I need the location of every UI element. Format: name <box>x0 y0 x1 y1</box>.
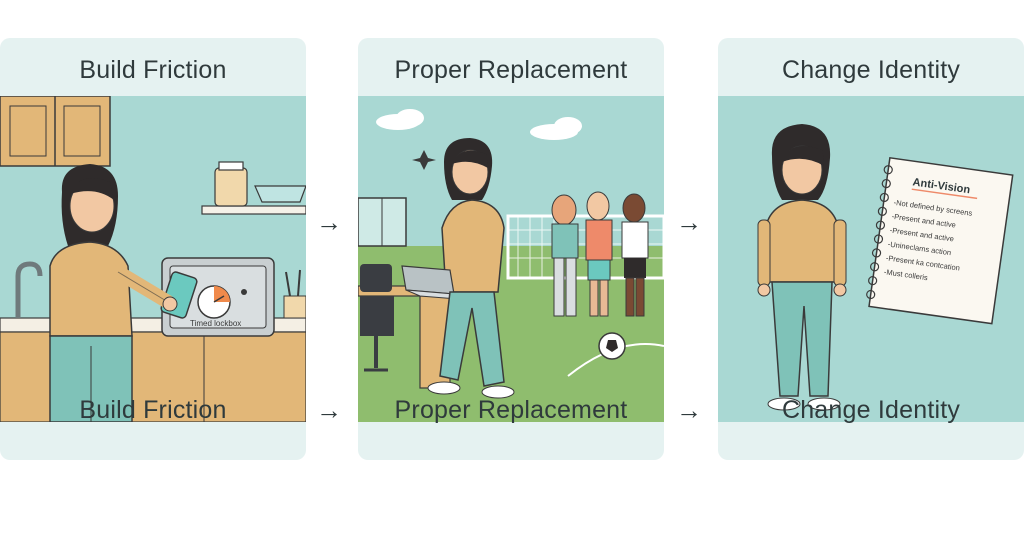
right-arrow-icon: → <box>676 207 702 237</box>
panel-title-top: Proper Replacement <box>394 56 628 84</box>
panel-title-bottom: Build Friction <box>79 396 227 424</box>
lockbox-label: Timed lockbox <box>190 319 241 328</box>
panel-proper-replacement: Proper Replacement <box>358 38 664 460</box>
kitchen-scene-illustration: Timed lockbox <box>0 96 306 422</box>
panel-build-friction: Build Friction <box>0 38 306 460</box>
right-arrow-icon: → <box>316 395 342 425</box>
right-arrow-icon: → <box>316 207 342 237</box>
panel-title-bottom: Proper Replacement <box>394 396 628 424</box>
anti-vision-notebook: Anti-Vision -Not defined by screens -Pre… <box>866 156 1014 325</box>
panel-title-top: Build Friction <box>79 56 227 84</box>
identity-scene-illustration: Anti-Vision -Not defined by screens -Pre… <box>718 96 1024 422</box>
panel-title-top: Change Identity <box>781 56 961 84</box>
panel-change-identity: Change Identity <box>718 38 1024 460</box>
right-arrow-icon: → <box>676 395 702 425</box>
park-scene-illustration <box>358 96 664 422</box>
panel-title-bottom: Change Identity <box>781 396 961 424</box>
